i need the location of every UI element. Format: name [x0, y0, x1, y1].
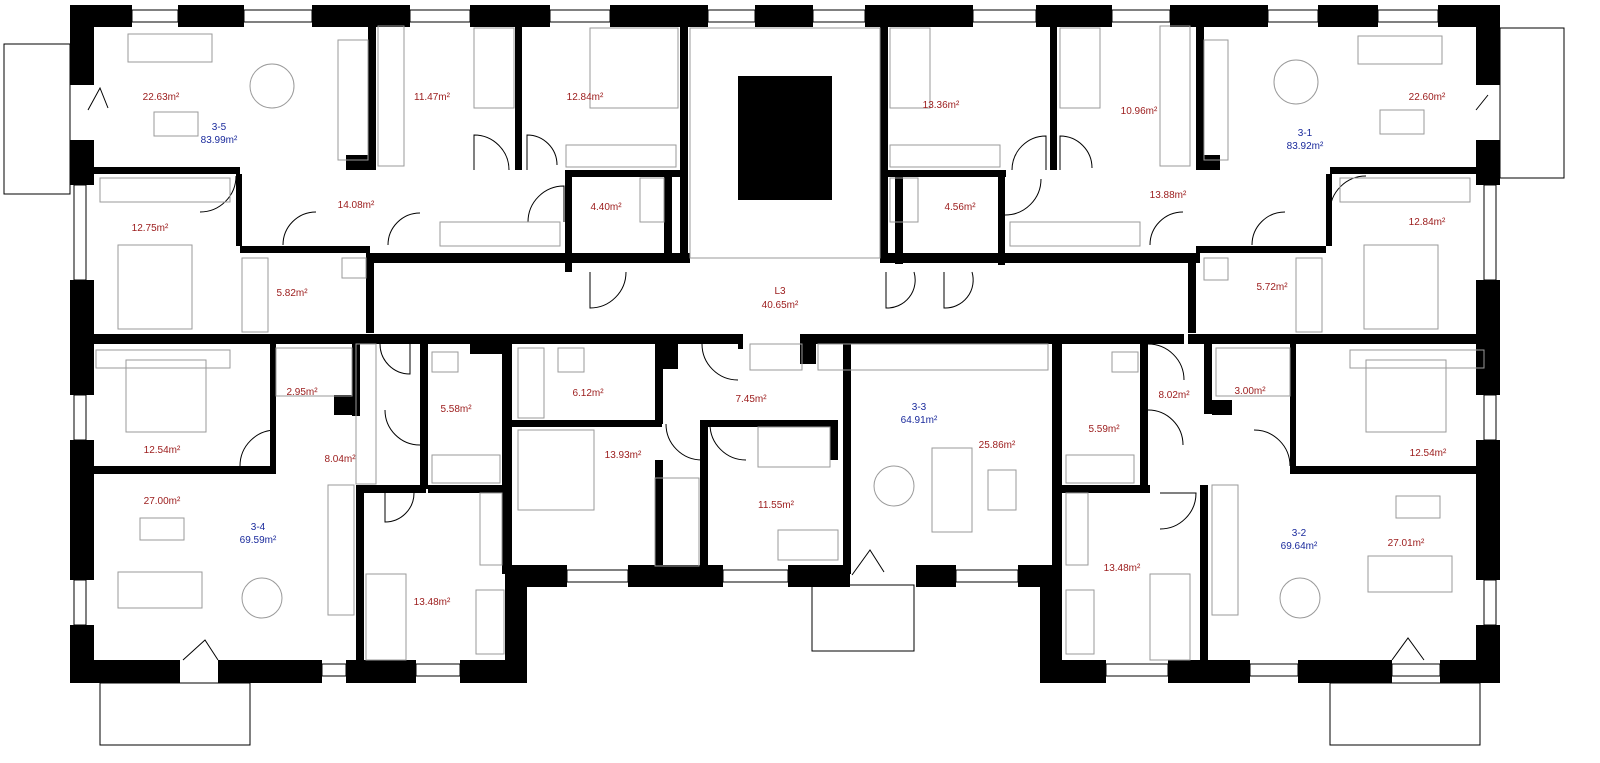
- labels: 22.63m² 11.47m² 12.84m² 13.36m² 10.96m² 22.60…: [132, 92, 1447, 608]
- room-area-label: 13.88m²: [1150, 190, 1187, 201]
- apartment-id-label: 3-1: [1298, 128, 1313, 139]
- outer-walls: [70, 5, 1500, 683]
- room-area-label: 22.63m²: [143, 92, 180, 103]
- balcony-west: [3, 43, 71, 195]
- room-area-label: 12.75m²: [132, 223, 169, 234]
- room-area-label: 13.36m²: [923, 100, 960, 111]
- room-area-label: 3.00m²: [1234, 386, 1266, 397]
- room-area-label: 5.59m²: [1088, 424, 1120, 435]
- room-area-label: 13.48m²: [414, 597, 451, 608]
- apartment-id-label: 3-2: [1292, 528, 1307, 539]
- room-area-label: 27.00m²: [144, 496, 181, 507]
- apartment-id-label: 3-3: [912, 402, 927, 413]
- room-area-label: 7.45m²: [735, 394, 767, 405]
- room-area-label: 5.58m²: [440, 404, 472, 415]
- room-area-label: 5.82m²: [276, 288, 308, 299]
- room-area-label: 13.93m²: [605, 450, 642, 461]
- balcony-south: [811, 584, 915, 652]
- room-area-label: 6.12m²: [572, 388, 604, 399]
- room-area-label: 12.84m²: [1409, 217, 1446, 228]
- core-name-label: L3: [774, 286, 786, 297]
- core-area-label: 40.65m²: [762, 300, 799, 311]
- room-area-label: 25.86m²: [979, 440, 1016, 451]
- balcony-se: [1329, 682, 1481, 746]
- room-area-label: 12.54m²: [1410, 448, 1447, 459]
- windows: [73, 9, 1497, 677]
- apartment-area-label: 64.91m²: [901, 415, 938, 426]
- room-area-label: 8.04m²: [324, 454, 356, 465]
- room-area-label: 8.02m²: [1158, 390, 1190, 401]
- apartment-id-label: 3-5: [212, 122, 227, 133]
- room-area-label: 14.08m²: [338, 200, 375, 211]
- room-area-label: 2.95m²: [286, 387, 318, 398]
- apartment-area-label: 83.99m²: [201, 135, 238, 146]
- apartment-area-label: 83.92m²: [1287, 141, 1324, 152]
- room-area-label: 11.55m²: [758, 500, 795, 511]
- room-area-label: 4.56m²: [944, 202, 976, 213]
- apartment-area-label: 69.64m²: [1281, 541, 1318, 552]
- room-area-label: 22.60m²: [1409, 92, 1446, 103]
- room-area-label: 5.72m²: [1256, 282, 1288, 293]
- furniture: [95, 25, 1485, 661]
- room-area-label: 12.54m²: [144, 445, 181, 456]
- room-area-label: 12.84m²: [567, 92, 604, 103]
- room-area-label: 27.01m²: [1388, 538, 1425, 549]
- balconies: [3, 27, 1565, 746]
- apartment-area-label: 69.59m²: [240, 535, 277, 546]
- apartment-id-label: 3-4: [251, 522, 266, 533]
- balcony-east: [1499, 27, 1565, 179]
- doors: [87, 86, 1489, 661]
- room-area-label: 11.47m²: [414, 92, 451, 103]
- room-area-label: 4.40m²: [590, 202, 622, 213]
- room-area-label: 13.48m²: [1104, 563, 1141, 574]
- room-area-label: 10.96m²: [1121, 106, 1158, 117]
- inner-walls: [90, 20, 1480, 665]
- balcony-sw: [99, 682, 251, 746]
